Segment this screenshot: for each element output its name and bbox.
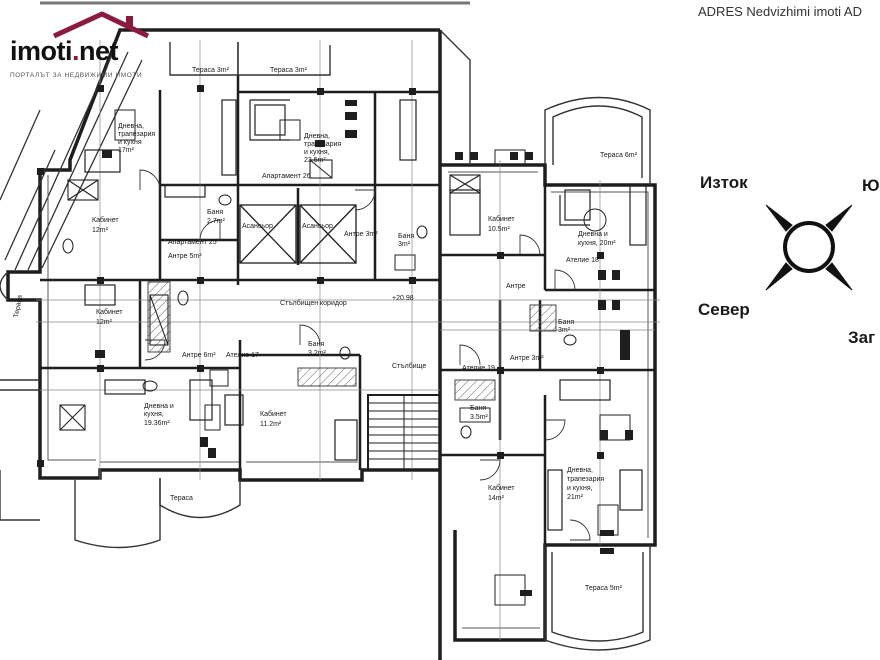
logo-wordmark: imoti.net [10,36,119,67]
furniture-chairs [95,100,633,596]
kitchen-counters [104,99,647,531]
logo-dot: . [72,36,80,66]
apartment-label: Апартамент 26 [262,173,311,180]
room-name: Дневна и [578,231,608,238]
grid-lines [36,40,660,640]
room-area: 14m² [488,495,505,502]
room-name: Баня [558,319,574,326]
logo-tld: net [79,36,119,66]
terrace-label: Тераса 3m² [192,67,230,74]
room-area: 3m² [398,241,411,248]
room-labels: Тераса 3m² Тераса 3m² Тераса 6m² Тераса … [13,67,638,592]
studio-label: Ателие 19 [462,365,495,372]
room-name: Кабинет [488,215,515,223]
terrace-label: Тераса 3m² [270,67,308,74]
room-area: 3.2m² [308,350,327,357]
studio-label: Ателие 17 [226,352,259,359]
room-name: Антре 3m² [344,231,378,238]
direction-east: Изток [700,173,748,192]
room-name: Кабинет [260,410,287,418]
room-name: Дневна и [144,403,174,410]
room-name: кухня, [144,411,164,418]
room-name: Баня [308,341,324,348]
exterior-walls [6,28,657,660]
terraces [0,29,651,651]
apartment-label: Апартамент 25 [168,239,217,246]
door-swings [139,169,591,541]
house-roof-icon [52,11,150,39]
imoti-logo[interactable]: imoti.net ПОРТАЛЪТ ЗА НЕДВИЖИМИ ИМОТИ [8,10,168,80]
compass-icon [765,204,853,291]
direction-north: Север [698,300,750,319]
logo-brand: imoti [10,36,73,66]
room-name: Кабинет [92,216,119,224]
room-area: 21m² [567,494,584,501]
corridor-label: Стълбищен коридор [280,299,347,307]
room-area: 3.5m² [470,414,489,421]
elevator-label: Асансьор [242,223,273,230]
room-name: Антре 3m² [510,355,544,362]
stairs-label: Стълбище [392,362,426,370]
room-name: Баня [398,233,414,240]
room-name: Дневна, [304,133,330,140]
level-mark: +20.98 [392,295,414,302]
room-name: трапезария [567,476,604,483]
room-area: 19.36m² [144,420,170,427]
column-markers [37,85,604,467]
bathroom-fixtures [62,194,577,439]
elevator-label: Асансьор [302,223,333,230]
room-name: и кухня, [567,485,593,492]
room-area: 10.5m² [488,226,510,233]
room-name: трапезария [304,141,341,148]
studio-label: Ателие 18 [566,257,599,264]
room-name: Баня [470,405,486,412]
direction-west: Заг [848,328,876,347]
room-name: и кухня, [304,149,330,156]
elevators [239,204,357,264]
direction-south: Ю [862,176,880,195]
room-area: кухня, 20m² [578,240,616,247]
agency-watermark: ADRES Nedvizhimi imoti AD [698,4,862,19]
room-name: трапезария [118,131,155,138]
room-name: Антре 5m² [168,253,202,260]
interior-walls [40,75,655,545]
x-marked-openings [59,159,481,431]
room-area: 11.2m² [260,421,282,428]
room-area: 17m² [118,147,135,154]
room-name: Антре [506,283,526,290]
terrace-label: Тераса 5m² [585,585,623,592]
room-name: Дневна, [567,467,593,474]
staircase [367,394,441,471]
room-area: 3m² [558,327,571,334]
room-name: Дневна, [118,123,144,130]
furniture-sofas [84,99,643,511]
inner-wall-lines [47,171,649,629]
logo-tagline: ПОРТАЛЪТ ЗА НЕДВИЖИМИ ИМОТИ [10,72,143,79]
terrace-label: Тераса [13,294,24,318]
room-name: Антре 6m² [182,352,216,359]
room-area: 23.5m² [304,157,326,164]
room-name: Кабинет [96,308,123,316]
terrace-label: Тераса [170,495,193,502]
room-area: 12m² [96,319,113,326]
room-name: и кухня [118,139,142,146]
room-area: 12m² [92,227,109,234]
room-name: Кабинет [488,484,515,492]
room-name: Баня [207,209,223,216]
terrace-label: Тераса 6m² [600,152,638,159]
room-area: 2.7m² [207,218,226,225]
